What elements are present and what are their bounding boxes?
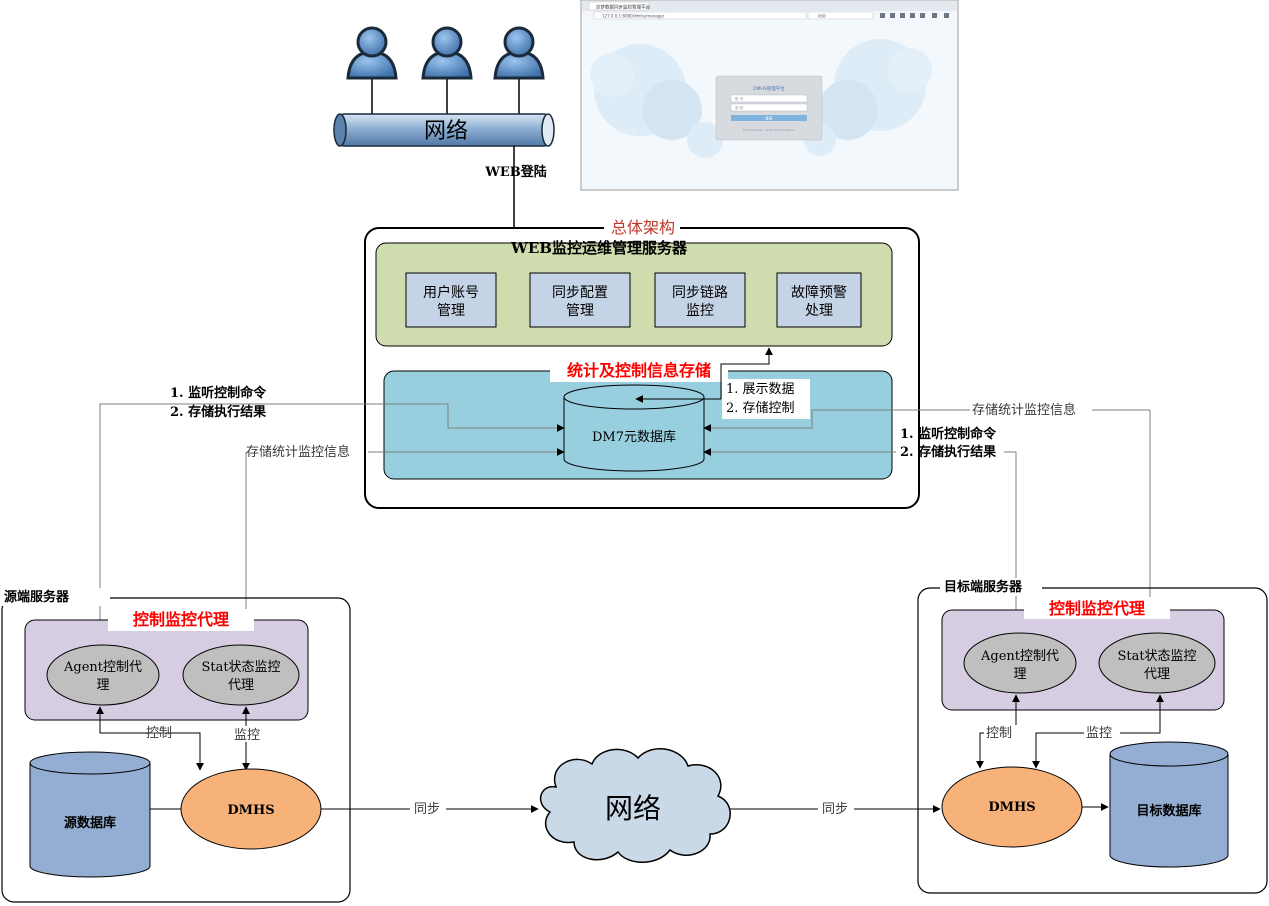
module-sync-link-monitor: 同步链路 监控 [654,272,746,328]
right-cmd-connector [1004,451,1020,638]
left-cmd-1: 1. 监听控制命令 [170,385,267,401]
left-cmd-2: 2. 存储执行结果 [170,404,266,420]
source-server-title: 源端服务器 [4,589,70,605]
module-sync-config: 同步配置 管理 [529,272,631,328]
svg-text:理: 理 [96,678,109,693]
browser-screenshot: 达梦数据同步监控管理平台 127.0.0.1:8080/dmhs/manager… [580,0,959,191]
svg-text:Agent控制代: Agent控制代 [980,649,1059,664]
web-login-label: WEB登陆 [484,164,547,180]
right-cmd-2: 2. 存储执行结果 [900,444,996,460]
storage-title: 统计及控制信息存储 [567,361,711,380]
source-database: 源数据库 [29,751,151,878]
overall-title: 总体架构 [611,218,675,237]
sync-left-label: 同步 [414,802,440,817]
target-stat-ellipse: Stat状态监控 代理 [1098,632,1216,694]
browser-username: 账 号 [735,96,744,101]
target-dmhs: DMHS [941,766,1083,848]
dm7-metadata-db: DM7元数据库 [563,384,705,472]
browser-url: 127.0.0.1:8080/dmhs/manager [602,14,665,19]
svg-text:故障预警: 故障预警 [791,285,847,301]
svg-text:处理: 处理 [805,303,833,319]
target-agent-box-title: 控制监控代理 [1049,599,1145,618]
browser-background-pattern [590,39,932,158]
network-cloud: 网络 [539,748,731,863]
sync-right-label: 同步 [822,802,848,817]
users-group [346,26,545,117]
browser-tab-title: 达梦数据同步监控管理平台 [596,4,650,11]
network-top-label: 网络 [424,119,468,144]
svg-text:管理: 管理 [437,303,465,319]
browser-login-title: DMHS管理平台 [753,85,785,92]
network-mid-label: 网络 [605,792,661,825]
network-pipe: 网络 [333,113,555,147]
user-icon [346,26,398,117]
browser-footer: DM Database · Data Sync Platform [743,128,795,132]
browser-login-button: 登录 [765,116,773,121]
target-agent-ellipse: Agent控制代 理 [963,632,1077,694]
show-data-label: 1. 展示数据 [726,382,795,397]
svg-text:同步链路: 同步链路 [672,285,728,301]
web-server-title: WEB监控运维管理服务器 [510,239,688,257]
svg-text:监控: 监控 [686,303,714,319]
svg-text:同步配置: 同步配置 [552,285,608,301]
target-control-label: 控制 [986,726,1012,741]
user-icon [421,26,473,117]
module-fault-alert: 故障预警 处理 [776,272,862,328]
right-stat-label: 存储统计监控信息 [972,402,1076,418]
svg-text:目标数据库: 目标数据库 [1136,803,1201,819]
target-monitor-label: 监控 [1086,726,1112,741]
target-server-title: 目标端服务器 [944,579,1023,595]
display-store-label-bg [722,379,810,419]
svg-text:Agent控制代: Agent控制代 [63,660,142,675]
web-server-box [375,242,893,347]
user-icon [493,26,545,117]
svg-text:代理: 代理 [1144,667,1170,682]
svg-text:代理: 代理 [228,678,254,693]
svg-text:源数据库: 源数据库 [64,815,116,831]
source-monitor-label: 监控 [234,728,260,743]
db-label: DM7元数据库 [592,429,676,445]
svg-text:理: 理 [1013,667,1026,682]
source-stat-ellipse: Stat状态监控 代理 [182,644,300,706]
svg-text:用户账号: 用户账号 [423,284,479,301]
target-database: 目标数据库 [1109,741,1229,868]
svg-text:管理: 管理 [566,303,594,319]
browser-search: 搜索 [818,13,826,19]
source-dmhs: DMHS [180,768,322,850]
source-agent-box-title: 控制监控代理 [133,610,229,629]
source-control-connector [96,706,204,771]
svg-text:DMHS: DMHS [227,803,274,818]
browser-password: 密 码 [735,105,744,110]
svg-text:DMHS: DMHS [988,800,1035,815]
store-control-label: 2. 存储控制 [726,401,795,416]
target-server-frame [917,587,1268,894]
left-cmd-connector [99,403,565,640]
left-stat-label: 存储统计监控信息 [246,444,350,460]
svg-text:Stat状态监控: Stat状态监控 [201,660,280,675]
display-up-arrow [720,347,773,399]
browser-toolbar-icons [880,13,949,18]
right-cmd-1: 1. 监听控制命令 [900,426,997,442]
source-server-frame [1,597,351,903]
source-control-label: 控制 [146,726,172,741]
module-user-account: 用户账号 管理 [405,272,497,328]
source-agent-ellipse: Agent控制代 理 [46,644,160,706]
svg-text:Stat状态监控: Stat状态监控 [1117,649,1196,664]
